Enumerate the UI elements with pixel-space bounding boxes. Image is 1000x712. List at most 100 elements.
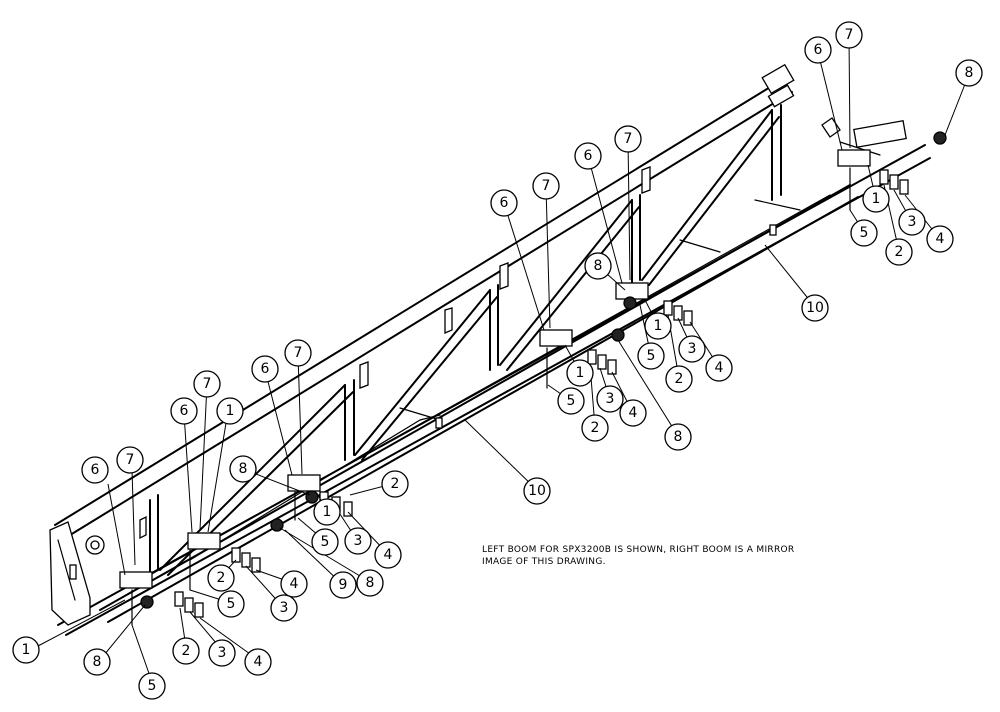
callout-right-2: 2 bbox=[885, 238, 913, 266]
callout-midleft-5: 5 bbox=[217, 590, 245, 618]
svg-text:2: 2 bbox=[675, 371, 684, 387]
svg-text:6: 6 bbox=[180, 403, 189, 419]
callout-midleft-1: 1 bbox=[216, 397, 244, 425]
callout-center-3: 3 bbox=[596, 385, 624, 413]
callout-leftcenter-3: 3 bbox=[344, 527, 372, 555]
svg-text:8: 8 bbox=[93, 654, 102, 670]
callout-rightcenter-5: 5 bbox=[637, 342, 665, 370]
svg-text:4: 4 bbox=[254, 654, 263, 670]
callout-rightcenter-1: 1 bbox=[644, 312, 672, 340]
svg-text:5: 5 bbox=[227, 596, 236, 612]
callout-left-5: 5 bbox=[138, 672, 166, 700]
callout-midleft-3: 3 bbox=[270, 594, 298, 622]
callout-right-6: 6 bbox=[804, 36, 832, 64]
callout-center-2: 2 bbox=[581, 414, 609, 442]
callout-rightcenter-6: 6 bbox=[574, 142, 602, 170]
svg-text:10: 10 bbox=[528, 483, 546, 499]
callout-rightcenter-7: 7 bbox=[614, 125, 642, 153]
svg-text:1: 1 bbox=[323, 504, 332, 520]
callout-left-2: 2 bbox=[172, 637, 200, 665]
callout-right-5: 5 bbox=[850, 219, 878, 247]
callout-left-1: 1 bbox=[12, 636, 40, 664]
svg-text:8: 8 bbox=[594, 258, 603, 274]
svg-text:6: 6 bbox=[500, 195, 509, 211]
callout-leftcenter-5: 5 bbox=[311, 528, 339, 556]
svg-text:10: 10 bbox=[806, 300, 824, 316]
note-line-2: IMAGE OF THIS DRAWING. bbox=[482, 557, 606, 567]
callout-left-6: 6 bbox=[81, 456, 109, 484]
svg-text:3: 3 bbox=[218, 645, 227, 661]
callout-leftcenter-2: 2 bbox=[381, 470, 409, 498]
callout-midleft-7: 7 bbox=[193, 370, 221, 398]
svg-text:3: 3 bbox=[606, 391, 615, 407]
svg-text:9: 9 bbox=[339, 577, 348, 593]
svg-text:4: 4 bbox=[290, 576, 299, 592]
svg-text:6: 6 bbox=[91, 462, 100, 478]
svg-text:7: 7 bbox=[624, 131, 633, 147]
callout-midleft-9: 9 bbox=[329, 571, 357, 599]
svg-text:1: 1 bbox=[872, 191, 881, 207]
svg-text:2: 2 bbox=[391, 476, 400, 492]
svg-text:2: 2 bbox=[591, 420, 600, 436]
callout-left-4: 4 bbox=[244, 648, 272, 676]
svg-text:5: 5 bbox=[567, 393, 576, 409]
svg-text:2: 2 bbox=[217, 570, 226, 586]
callout-rightcenter-8: 8 bbox=[584, 252, 612, 280]
note-line-1: LEFT BOOM FOR SPX3200B IS SHOWN, RIGHT B… bbox=[482, 545, 794, 555]
callout-midleft-6: 6 bbox=[170, 397, 198, 425]
svg-text:6: 6 bbox=[261, 361, 270, 377]
svg-text:6: 6 bbox=[584, 148, 593, 164]
svg-text:4: 4 bbox=[629, 405, 638, 421]
svg-text:8: 8 bbox=[239, 461, 248, 477]
callout-leftcenter-1: 1 bbox=[313, 498, 341, 526]
svg-text:1: 1 bbox=[22, 642, 31, 658]
callout-center-1: 1 bbox=[566, 359, 594, 387]
svg-text:2: 2 bbox=[182, 643, 191, 659]
callout-leftcenter-6: 6 bbox=[251, 355, 279, 383]
svg-text:3: 3 bbox=[688, 341, 697, 357]
svg-text:7: 7 bbox=[294, 345, 303, 361]
svg-text:5: 5 bbox=[148, 678, 157, 694]
callout-left-7: 7 bbox=[116, 446, 144, 474]
drawing-note: LEFT BOOM FOR SPX3200B IS SHOWN, RIGHT B… bbox=[482, 545, 794, 567]
callout-right-4: 4 bbox=[926, 225, 954, 253]
callout-rightcenter-2: 2 bbox=[665, 365, 693, 393]
callout-rightcenter-4: 4 bbox=[705, 354, 733, 382]
callout-center-8: 8 bbox=[664, 423, 692, 451]
svg-text:3: 3 bbox=[908, 214, 917, 230]
svg-text:3: 3 bbox=[354, 533, 363, 549]
callout-center-7: 7 bbox=[532, 172, 560, 200]
svg-text:5: 5 bbox=[647, 348, 656, 364]
callout-leftcenter-8b: 8 bbox=[356, 569, 384, 597]
svg-text:1: 1 bbox=[654, 318, 663, 334]
callout-leftcenter-8: 8 bbox=[229, 455, 257, 483]
svg-text:7: 7 bbox=[542, 178, 551, 194]
callout-midleft-2: 2 bbox=[207, 564, 235, 592]
svg-text:5: 5 bbox=[860, 225, 869, 241]
callout-right-10: 10 bbox=[801, 294, 829, 322]
svg-text:4: 4 bbox=[715, 360, 724, 376]
callout-midleft-4: 4 bbox=[280, 570, 308, 598]
callout-leftcenter-7: 7 bbox=[284, 339, 312, 367]
svg-text:4: 4 bbox=[936, 231, 945, 247]
callout-center-5: 5 bbox=[557, 387, 585, 415]
svg-text:1: 1 bbox=[226, 403, 235, 419]
svg-text:5: 5 bbox=[321, 534, 330, 550]
svg-text:2: 2 bbox=[895, 244, 904, 260]
svg-text:7: 7 bbox=[126, 452, 135, 468]
svg-text:3: 3 bbox=[280, 600, 289, 616]
callout-center-6: 6 bbox=[490, 189, 518, 217]
callout-right-1: 1 bbox=[862, 185, 890, 213]
svg-text:1: 1 bbox=[576, 365, 585, 381]
svg-text:7: 7 bbox=[203, 376, 212, 392]
svg-text:8: 8 bbox=[965, 65, 974, 81]
svg-text:8: 8 bbox=[366, 575, 375, 591]
svg-text:6: 6 bbox=[814, 42, 823, 58]
svg-text:4: 4 bbox=[384, 547, 393, 563]
callout-leftcenter-4: 4 bbox=[374, 541, 402, 569]
callout-center-10: 10 bbox=[523, 477, 551, 505]
callout-rightcenter-3: 3 bbox=[678, 335, 706, 363]
callout-left-3: 3 bbox=[208, 639, 236, 667]
callout-center-4: 4 bbox=[619, 399, 647, 427]
